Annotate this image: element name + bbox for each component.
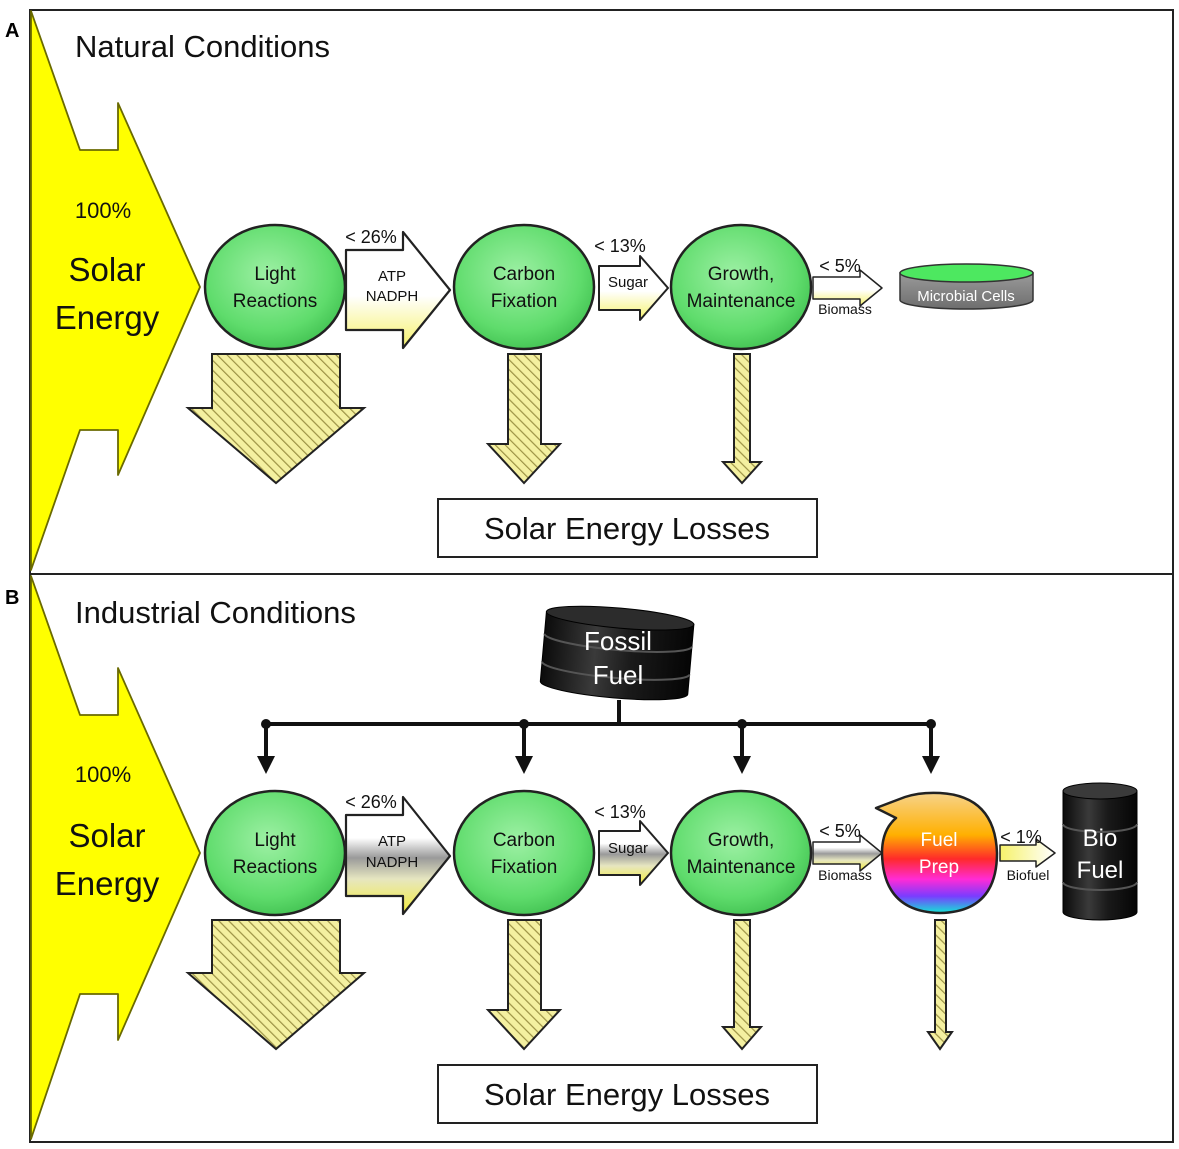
flow-atp-b-line2: NADPH (366, 854, 419, 871)
fossil-distribution (257, 700, 940, 774)
loss-arrow-growth (720, 353, 764, 485)
solar-label-b-line2: Energy (55, 865, 160, 902)
flow-biofuel-b-percent: < 1% (1000, 827, 1042, 847)
stage-carbon-b-line2: Fixation (491, 857, 558, 878)
biofuel-barrel (1062, 782, 1138, 921)
loss-arrow-light-b (185, 919, 367, 1051)
microbial-cells-dish: Microbial Cells (899, 263, 1034, 310)
fossil-fuel-line2: Fuel (593, 660, 644, 690)
flow-atp-line1: ATP (378, 268, 406, 285)
flow-atp-b-percent: < 26% (345, 792, 397, 812)
stage-growth-line2: Maintenance (687, 291, 796, 312)
flow-arrow-atp (344, 230, 452, 350)
stage-fuelprep-line2: Prep (919, 857, 959, 878)
flow-arrow-sugar-b (598, 820, 669, 886)
panel-a-letter: A (5, 20, 19, 42)
fossil-fuel-line1: Fossil (584, 626, 652, 656)
product-microbial-cells: Microbial Cells (917, 288, 1015, 305)
loss-arrow-light (185, 353, 367, 485)
stage-growth-line1: Growth, (708, 264, 775, 285)
flow-biomass-label: Biomass (818, 301, 872, 317)
loss-arrow-growth-b (720, 919, 764, 1051)
loss-arrow-carbon (485, 353, 563, 485)
stage-growth-maintenance-b (669, 789, 813, 917)
stage-fuel-prep (874, 791, 999, 915)
flow-atp-line2: NADPH (366, 288, 419, 305)
flow-sugar-b-label: Sugar (608, 840, 648, 857)
losses-box-a (437, 498, 818, 558)
stage-carbon-b-line1: Carbon (493, 830, 555, 851)
stage-light-reactions-b (203, 789, 347, 917)
solar-energy-arrow-b (30, 575, 201, 1140)
stage-growth-b-line1: Growth, (708, 830, 775, 851)
solar-energy-arrow (30, 10, 201, 571)
stage-light-b-line1: Light (254, 830, 296, 851)
solar-percent: 100% (75, 198, 131, 223)
stage-growth-maintenance (669, 223, 813, 351)
panel-a: A Natural Conditions 100% Solar Energy L… (5, 9, 1174, 575)
solar-percent-b: 100% (75, 762, 131, 787)
stage-light-b-line2: Reactions (233, 857, 318, 878)
stage-fuelprep-line1: Fuel (921, 830, 958, 851)
flow-biomass-percent: < 5% (819, 256, 861, 276)
flow-arrow-atp-b (344, 795, 452, 916)
losses-label-a: Solar Energy Losses (484, 511, 770, 546)
panel-b-letter: B (5, 587, 19, 609)
panel-a-title: Natural Conditions (75, 29, 330, 64)
biofuel-line1: Bio (1083, 825, 1118, 852)
fossil-fuel-barrel (539, 605, 695, 701)
flow-biomass-b-label: Biomass (818, 867, 872, 883)
solar-label-line2: Energy (55, 299, 160, 336)
flow-sugar-percent: < 13% (594, 236, 646, 256)
solar-label-b-line1: Solar (68, 817, 145, 854)
flow-arrow-sugar (598, 255, 669, 321)
stage-carbon-fixation-b (452, 789, 596, 917)
stage-light-line2: Reactions (233, 291, 318, 312)
stage-light-reactions (203, 223, 347, 351)
losses-label-b: Solar Energy Losses (484, 1077, 770, 1112)
loss-arrow-carbon-b (485, 919, 563, 1051)
flow-sugar-b-percent: < 13% (594, 802, 646, 822)
biofuel-line2: Fuel (1077, 857, 1124, 884)
stage-growth-b-line2: Maintenance (687, 857, 796, 878)
flow-arrow-biomass-b (812, 834, 883, 872)
stage-carbon-fixation (452, 223, 596, 351)
stage-carbon-line2: Fixation (491, 291, 558, 312)
flow-sugar-label: Sugar (608, 274, 648, 291)
stage-carbon-line1: Carbon (493, 264, 555, 285)
solar-label-line1: Solar (68, 251, 145, 288)
stage-light-line1: Light (254, 264, 296, 285)
flow-atp-b-line1: ATP (378, 833, 406, 850)
flow-atp-percent: < 26% (345, 227, 397, 247)
flow-biomass-b-percent: < 5% (819, 821, 861, 841)
panel-b-title: Industrial Conditions (75, 595, 356, 630)
panel-b: B Industrial Conditions 100% Solar Energ… (5, 573, 1174, 1143)
flow-biofuel-b-label: Biofuel (1007, 867, 1050, 883)
loss-arrow-fuelprep-b (926, 919, 954, 1051)
flow-arrow-biofuel-b (999, 838, 1056, 868)
flow-arrow-biomass (812, 269, 883, 307)
losses-box-b (437, 1064, 818, 1124)
